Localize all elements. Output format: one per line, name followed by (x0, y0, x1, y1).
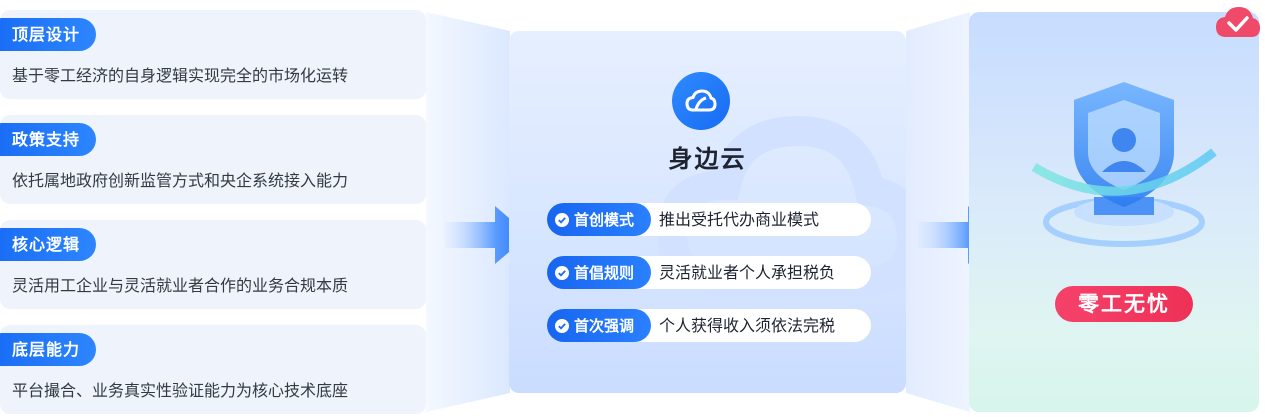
feature-list: 顶层设计 基于零工经济的自身逻辑实现完全的市场化运转 政策支持 依托属地政府创新… (0, 0, 426, 417)
highlight-badge-label: 首创模式 (574, 211, 635, 229)
left-funnel-decoration (426, 12, 510, 412)
slogan-badge: 零工无忧 (1055, 286, 1193, 322)
check-circle-icon (555, 265, 569, 280)
feature-desc: 平台撮合、业务真实性验证能力为核心技术底座 (12, 381, 349, 400)
highlight-badge: 首次强调 (547, 309, 651, 342)
feature-card-top-design: 顶层设计 基于零工经济的自身逻辑实现完全的市场化运转 (0, 10, 426, 99)
right-funnel-decoration (906, 12, 970, 412)
highlight-badge-label: 首倡规则 (574, 264, 635, 282)
feature-card-policy: 政策支持 依托属地政府创新监管方式和央企系统接入能力 (0, 115, 426, 204)
brand-name: 身边云 (668, 145, 747, 173)
cloud-check-icon (1216, 7, 1260, 37)
result-panel: 零工无忧 (969, 12, 1259, 412)
feature-desc: 灵活用工企业与灵活就业者合作的业务合规本质 (12, 276, 349, 295)
feature-tag: 底层能力 (0, 333, 96, 366)
highlight-badge-label: 首次强调 (574, 317, 635, 335)
check-circle-icon (555, 318, 569, 333)
highlight-item: 首倡规则 灵活就业者个人承担税负 (547, 256, 871, 289)
feature-tag: 核心逻辑 (0, 228, 96, 261)
cloud-logo-icon (685, 89, 717, 112)
feature-tag: 顶层设计 (0, 18, 96, 51)
feature-tag: 政策支持 (0, 123, 96, 156)
highlight-text: 推出受托代办商业模式 (659, 210, 820, 229)
highlight-text: 灵活就业者个人承担税负 (659, 263, 836, 282)
brand-logo (672, 72, 730, 130)
highlight-item: 首创模式 推出受托代办商业模式 (547, 203, 871, 236)
center-panel: 身边云 首创模式 推出受托代办商业模式 首倡规则 灵活就业者个人承担税负 首次强… (509, 31, 906, 393)
check-circle-icon (555, 212, 569, 227)
feature-card-core-logic: 核心逻辑 灵活用工企业与灵活就业者合作的业务合规本质 (0, 220, 426, 309)
feature-desc: 基于零工经济的自身逻辑实现完全的市场化运转 (12, 66, 349, 85)
highlight-badge: 首创模式 (547, 203, 651, 236)
shield-illustration-icon (1031, 82, 1217, 247)
highlight-text: 个人获得收入须依法完税 (659, 316, 836, 335)
arrow-right-icon (445, 206, 529, 264)
highlight-badge: 首倡规则 (547, 256, 651, 289)
feature-card-base-capability: 底层能力 平台撮合、业务真实性验证能力为核心技术底座 (0, 325, 426, 414)
highlight-item: 首次强调 个人获得收入须依法完税 (547, 309, 871, 342)
feature-desc: 依托属地政府创新监管方式和央企系统接入能力 (12, 171, 349, 190)
